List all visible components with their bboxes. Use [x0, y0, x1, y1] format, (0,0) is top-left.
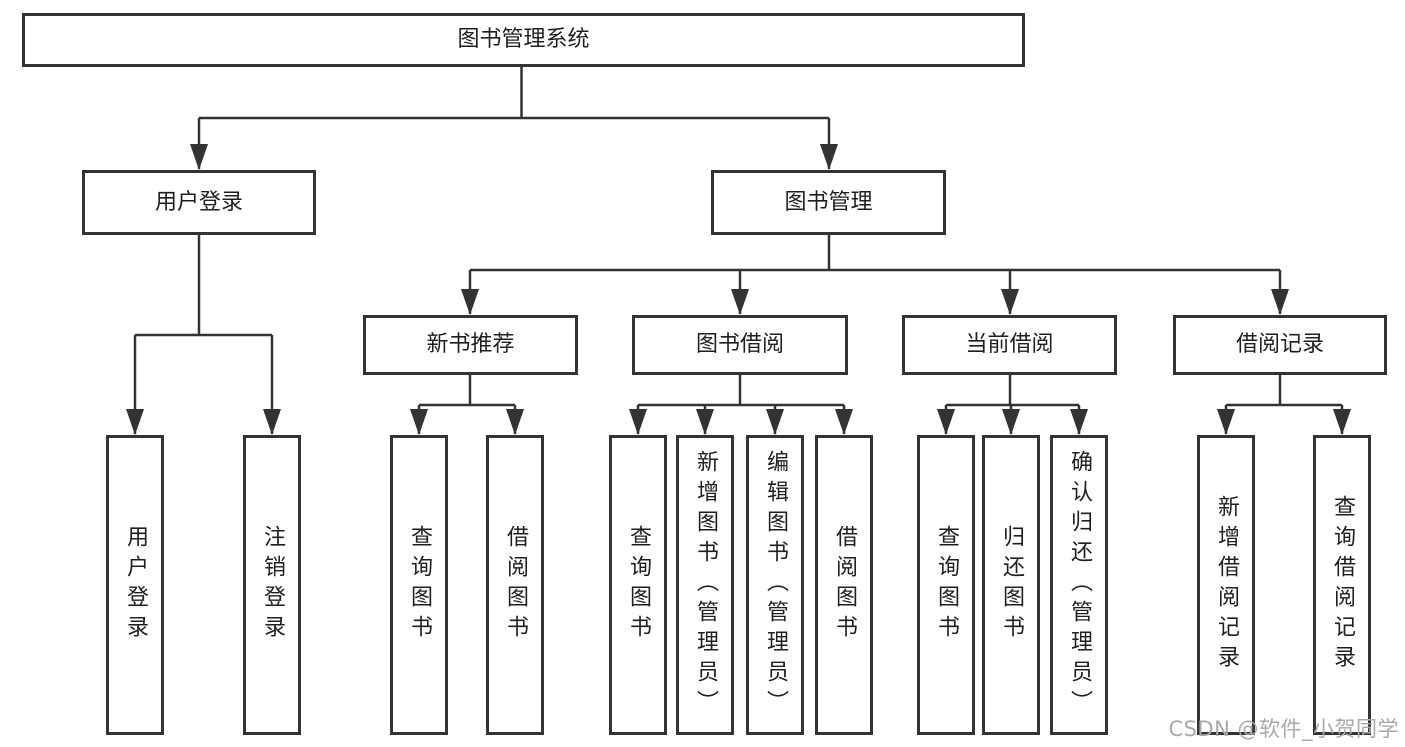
- leaf-logout: 注销登录: [243, 435, 301, 735]
- node-book-management: 图书管理: [711, 170, 946, 235]
- leaf-add-books-admin: 新增图书（管理员）: [676, 435, 734, 735]
- arrowhead-icon: [937, 409, 955, 435]
- arrowhead-icon: [766, 409, 784, 435]
- csdn-watermark: CSDN @软件_小贺同学: [1168, 717, 1399, 741]
- leaf-query-books-borrowing: 查询图书: [609, 435, 667, 735]
- arrowhead-icon: [461, 289, 479, 315]
- arrowhead-icon: [629, 409, 647, 435]
- arrowhead-icon: [820, 144, 838, 170]
- leaf-edit-books-admin: 编辑图书（管理员）: [746, 435, 804, 735]
- leaf-borrow-books-borrowing: 借阅图书: [815, 435, 873, 735]
- leaf-return-books: 归还图书: [982, 435, 1040, 735]
- node-user-login: 用户登录: [82, 170, 316, 235]
- arrowhead-icon: [190, 144, 208, 170]
- leaf-user-login: 用户登录: [106, 435, 164, 735]
- node-book-borrowing: 图书借阅: [632, 315, 848, 375]
- tree-edges: [133, 67, 1344, 434]
- arrowhead-icon: [696, 409, 714, 435]
- arrowhead-icon: [835, 409, 853, 435]
- arrowhead-icon: [263, 409, 281, 435]
- arrowhead-icon: [410, 409, 428, 435]
- node-library-management-system: 图书管理系统: [22, 13, 1025, 67]
- arrowhead-icon: [1333, 409, 1351, 435]
- leaf-confirm-return-admin: 确认归还（管理员）: [1050, 435, 1108, 735]
- arrowhead-icon: [506, 409, 524, 435]
- leaf-query-books-current: 查询图书: [917, 435, 975, 735]
- arrowhead-icon: [1217, 409, 1235, 435]
- leaf-query-borrow-record: 查询借阅记录: [1313, 435, 1371, 735]
- node-new-book-recommendation: 新书推荐: [363, 315, 578, 375]
- arrowhead-icon: [731, 289, 749, 315]
- node-borrowing-records: 借阅记录: [1173, 315, 1387, 375]
- leaf-add-borrow-record: 新增借阅记录: [1197, 435, 1255, 735]
- arrowhead-icon: [1002, 409, 1020, 435]
- leaf-query-books-recommend: 查询图书: [390, 435, 448, 735]
- arrowhead-icon: [126, 409, 144, 435]
- node-current-borrowing: 当前借阅: [902, 315, 1117, 375]
- arrowhead-icon: [1070, 409, 1088, 435]
- arrowhead-icon: [1271, 289, 1289, 315]
- arrowhead-icon: [1001, 289, 1019, 315]
- leaf-borrow-books-recommend: 借阅图书: [486, 435, 544, 735]
